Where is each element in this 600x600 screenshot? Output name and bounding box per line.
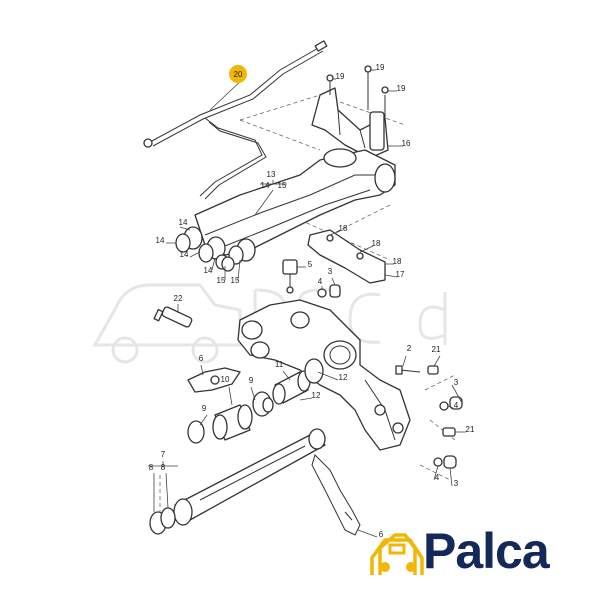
callout-label-9: 9 xyxy=(249,376,254,385)
callout-label-4: 4 xyxy=(454,401,459,410)
callout-label-14: 14 xyxy=(261,181,270,190)
callout-label-14: 14 xyxy=(156,236,165,245)
gasket-part-6 xyxy=(311,454,361,536)
callout-label-21: 21 xyxy=(466,425,475,434)
callout-label-5: 5 xyxy=(308,260,313,269)
callout-label-15: 15 xyxy=(278,181,287,190)
bolt-part-2 xyxy=(395,365,421,375)
callout-label-19: 19 xyxy=(376,63,385,72)
callout-label-4: 4 xyxy=(435,473,440,482)
sensor-part-5 xyxy=(282,259,298,294)
callout-label-20: 20 xyxy=(234,70,243,79)
callout-label-18: 18 xyxy=(339,224,348,233)
callout-label-8: 8 xyxy=(149,463,154,472)
mounting-bracket-part-16 xyxy=(311,65,389,159)
callout-label-13: 13 xyxy=(267,170,276,179)
callout-label-6: 6 xyxy=(199,354,204,363)
callout-label-14: 14 xyxy=(204,266,213,275)
callout-label-21: 21 xyxy=(432,345,441,354)
callout-label-9: 9 xyxy=(202,404,207,413)
subframe-arm-part-13 xyxy=(194,148,396,256)
clip-part-21-upper xyxy=(427,365,439,375)
callout-label-19: 19 xyxy=(397,84,406,93)
clamp-part-9 xyxy=(187,397,274,444)
callout-label-11: 11 xyxy=(275,360,284,369)
bracket-part-6 xyxy=(187,367,241,393)
callout-label-15: 15 xyxy=(217,276,226,285)
callout-label-7: 7 xyxy=(161,450,166,459)
callout-label-22: 22 xyxy=(174,294,183,303)
bushings-part-14-15 xyxy=(175,226,256,272)
lower-bracket-part-17 xyxy=(307,229,386,284)
callout-label-14: 14 xyxy=(180,250,189,259)
callout-label-4: 4 xyxy=(318,277,323,286)
sleeve-part-22 xyxy=(153,306,193,328)
callout-label-3: 3 xyxy=(454,479,459,488)
callout-label-8: 8 xyxy=(161,463,166,472)
callout-label-14: 14 xyxy=(179,218,188,227)
callout-label-3: 3 xyxy=(454,378,459,387)
callout-label-2: 2 xyxy=(407,344,412,353)
callout-label-15: 15 xyxy=(231,276,240,285)
callout-label-3: 3 xyxy=(328,267,333,276)
callout-label-18: 18 xyxy=(372,239,381,248)
logo-wordmark: Palca xyxy=(423,523,550,579)
callout-label-18: 18 xyxy=(393,257,402,266)
hose-part-11 xyxy=(272,370,311,405)
callout-label-16: 16 xyxy=(402,139,411,148)
coolant-pipe-part-7 xyxy=(173,428,326,526)
hose-part-10 xyxy=(212,404,253,441)
callout-label-10: 10 xyxy=(221,375,230,384)
hose-line-part-20 xyxy=(143,40,328,200)
callout-label-17: 17 xyxy=(396,270,405,279)
callout-label-6: 6 xyxy=(379,530,384,539)
callout-highlight-marker xyxy=(229,65,247,83)
callout-label-12: 12 xyxy=(339,373,348,382)
manifold-housing xyxy=(237,299,411,451)
callout-label-19: 19 xyxy=(336,72,345,81)
callout-label-12: 12 xyxy=(312,391,321,400)
